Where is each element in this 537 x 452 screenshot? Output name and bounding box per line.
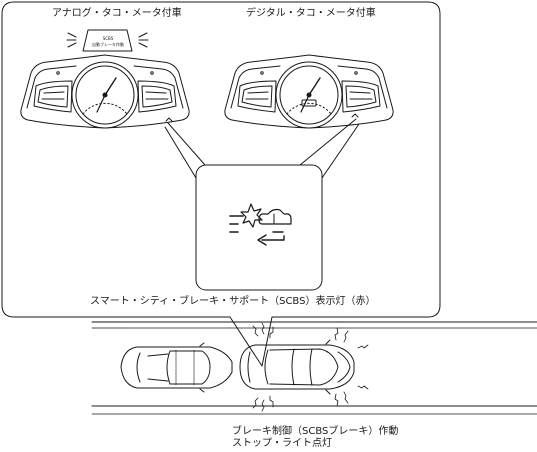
zoom-line-digital-top	[299, 118, 357, 166]
preceding-car	[120, 342, 233, 393]
digital-indicator-icon	[351, 113, 359, 118]
hud-text-scbs: SCBS	[102, 36, 114, 41]
hazard-flash-icon	[334, 327, 369, 407]
digital-instrument-cluster	[224, 54, 394, 129]
zoom-line-analog-top	[167, 122, 206, 166]
brake-light-flash-icon	[252, 322, 274, 412]
collision-warning-icon	[229, 203, 292, 246]
zoom-line-digital-bottom	[321, 123, 360, 179]
analog-instrument-cluster	[20, 54, 190, 129]
hud-flash-left-icon	[66, 32, 77, 48]
brake-control-label: ブレーキ制御（SCBSブレーキ）作動	[232, 426, 399, 437]
digital-cluster-title: デジタル・タコ・メータ付車	[246, 8, 376, 19]
hud-text-auto-brake: 自動ブレーキ作動	[92, 42, 124, 47]
hud-display	[82, 29, 133, 52]
warning-lamp-zoom-box	[195, 164, 323, 291]
stop-light-label: ストップ・ライト点灯	[232, 438, 332, 449]
analog-indicator-icon	[165, 117, 173, 122]
warning-light-caption: スマート・シティ・ブレーキ・サポート（SCBS）表示灯（赤）	[90, 296, 376, 307]
hud-flash-right-icon	[138, 32, 149, 48]
zoom-line-analog-bottom	[164, 126, 197, 179]
own-car	[239, 339, 355, 395]
analog-cluster-title: アナログ・タコ・メータ付車	[52, 8, 182, 19]
callout-frame	[1, 1, 441, 367]
